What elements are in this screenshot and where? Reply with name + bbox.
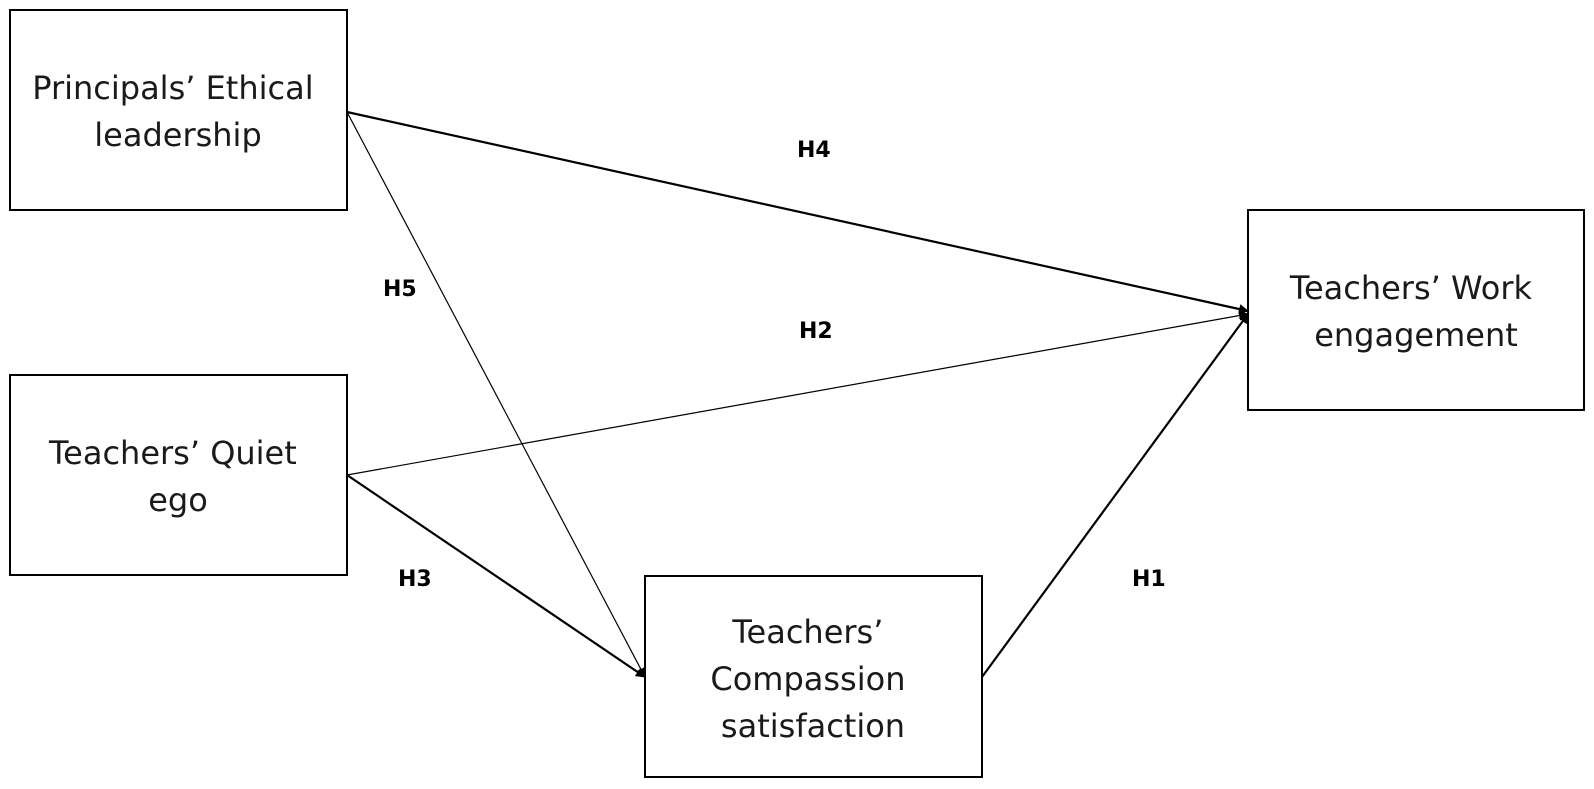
compassion-satisfaction-line-2: Compassion xyxy=(710,660,905,698)
h1-arrow xyxy=(981,313,1249,678)
node-quiet-ego: Teachers’ Quiet ego xyxy=(9,374,348,576)
node-ethical-leadership: Principals’ Ethical leadership xyxy=(9,9,348,211)
h2-label: H2 xyxy=(799,319,833,344)
svg-text:Teachers’ Compassion: Teachers’ Compassion satisfaction xyxy=(710,613,915,745)
h4-label: H4 xyxy=(797,138,831,163)
node-compassion-satisfaction: Teachers’ Compassion satisfaction xyxy=(644,575,983,778)
svg-text:Principals’ Ethical lead: Principals’ Ethical leadership xyxy=(32,69,324,154)
svg-text:Teachers’ Work engagemen: Teachers’ Work engagement xyxy=(1289,269,1542,354)
ethical-leadership-line-1: Principals’ Ethical xyxy=(32,69,313,107)
ethical-leadership-box xyxy=(9,9,348,211)
edge-h3: H3 xyxy=(346,474,646,678)
h1-label: H1 xyxy=(1132,567,1166,592)
ethical-leadership-line-2: leadership xyxy=(94,116,262,154)
edge-h1: H1 xyxy=(981,313,1249,678)
quiet-ego-line-1: Teachers’ Quiet xyxy=(48,434,297,472)
compassion-satisfaction-box xyxy=(644,575,983,778)
h3-label: H3 xyxy=(398,567,432,592)
quiet-ego-line-2: ego xyxy=(148,481,208,519)
edge-h5: H5 xyxy=(346,111,646,678)
h5-arrow xyxy=(346,111,646,678)
compassion-satisfaction-line-3: satisfaction xyxy=(721,707,905,745)
svg-text:Teachers’ Quiet ego: Teachers’ Quiet ego xyxy=(48,434,307,519)
quiet-ego-box xyxy=(9,374,348,576)
work-engagement-line-2: engagement xyxy=(1314,316,1518,354)
work-engagement-box xyxy=(1247,209,1585,411)
h5-label: H5 xyxy=(383,277,417,302)
edge-h2: H2 xyxy=(346,310,1249,476)
h4-arrow xyxy=(346,110,1249,314)
node-work-engagement: Teachers’ Work engagement xyxy=(1247,209,1585,411)
h3-arrow xyxy=(346,474,646,678)
work-engagement-line-1: Teachers’ Work xyxy=(1289,269,1533,307)
h2-arrow xyxy=(346,310,1249,476)
edge-h4: H4 xyxy=(346,110,1249,314)
compassion-satisfaction-line-1: Teachers’ xyxy=(731,613,883,651)
